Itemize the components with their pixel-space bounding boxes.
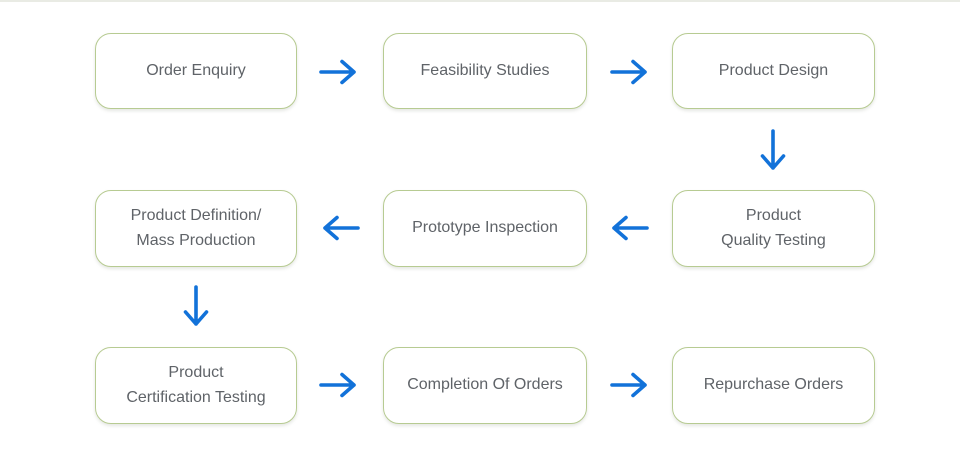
arrow-left-icon (612, 215, 649, 241)
node-label: Product (168, 363, 224, 381)
node-order-enquiry: Order Enquiry (95, 33, 297, 109)
top-divider (0, 0, 960, 2)
node-product-design: Product Design (672, 33, 875, 109)
node-label: Mass Production (136, 231, 256, 249)
node-label: Product (745, 206, 802, 224)
node-label: Product Definition/ (130, 206, 262, 224)
arrow-down-icon (183, 285, 209, 326)
node-product-quality-testing: Product Quality Testing (672, 190, 875, 267)
arrow-right-icon (319, 372, 356, 398)
arrow-right-icon (610, 59, 647, 85)
node-label: Quality Testing (721, 231, 826, 249)
node-label: Order Enquiry (146, 61, 246, 79)
node-label: Certification Testing (126, 388, 266, 406)
node-label: Completion Of Orders (407, 376, 563, 394)
arrow-right-icon (610, 372, 647, 398)
node-product-definition-mass-production: Product Definition/ Mass Production (95, 190, 297, 267)
node-label: Product Design (718, 61, 829, 79)
node-completion-of-orders: Completion Of Orders (383, 347, 587, 424)
node-label: Repurchase Orders (703, 376, 844, 394)
node-label: Feasibility Studies (420, 61, 550, 79)
node-product-certification-testing: Product Certification Testing (95, 347, 297, 424)
node-feasibility-studies: Feasibility Studies (383, 33, 587, 109)
node-label: Prototype Inspection (412, 219, 558, 237)
arrow-right-icon (319, 59, 356, 85)
node-prototype-inspection: Prototype Inspection (383, 190, 587, 267)
node-repurchase-orders: Repurchase Orders (672, 347, 875, 424)
arrow-left-icon (323, 215, 360, 241)
arrow-down-icon (760, 129, 786, 170)
